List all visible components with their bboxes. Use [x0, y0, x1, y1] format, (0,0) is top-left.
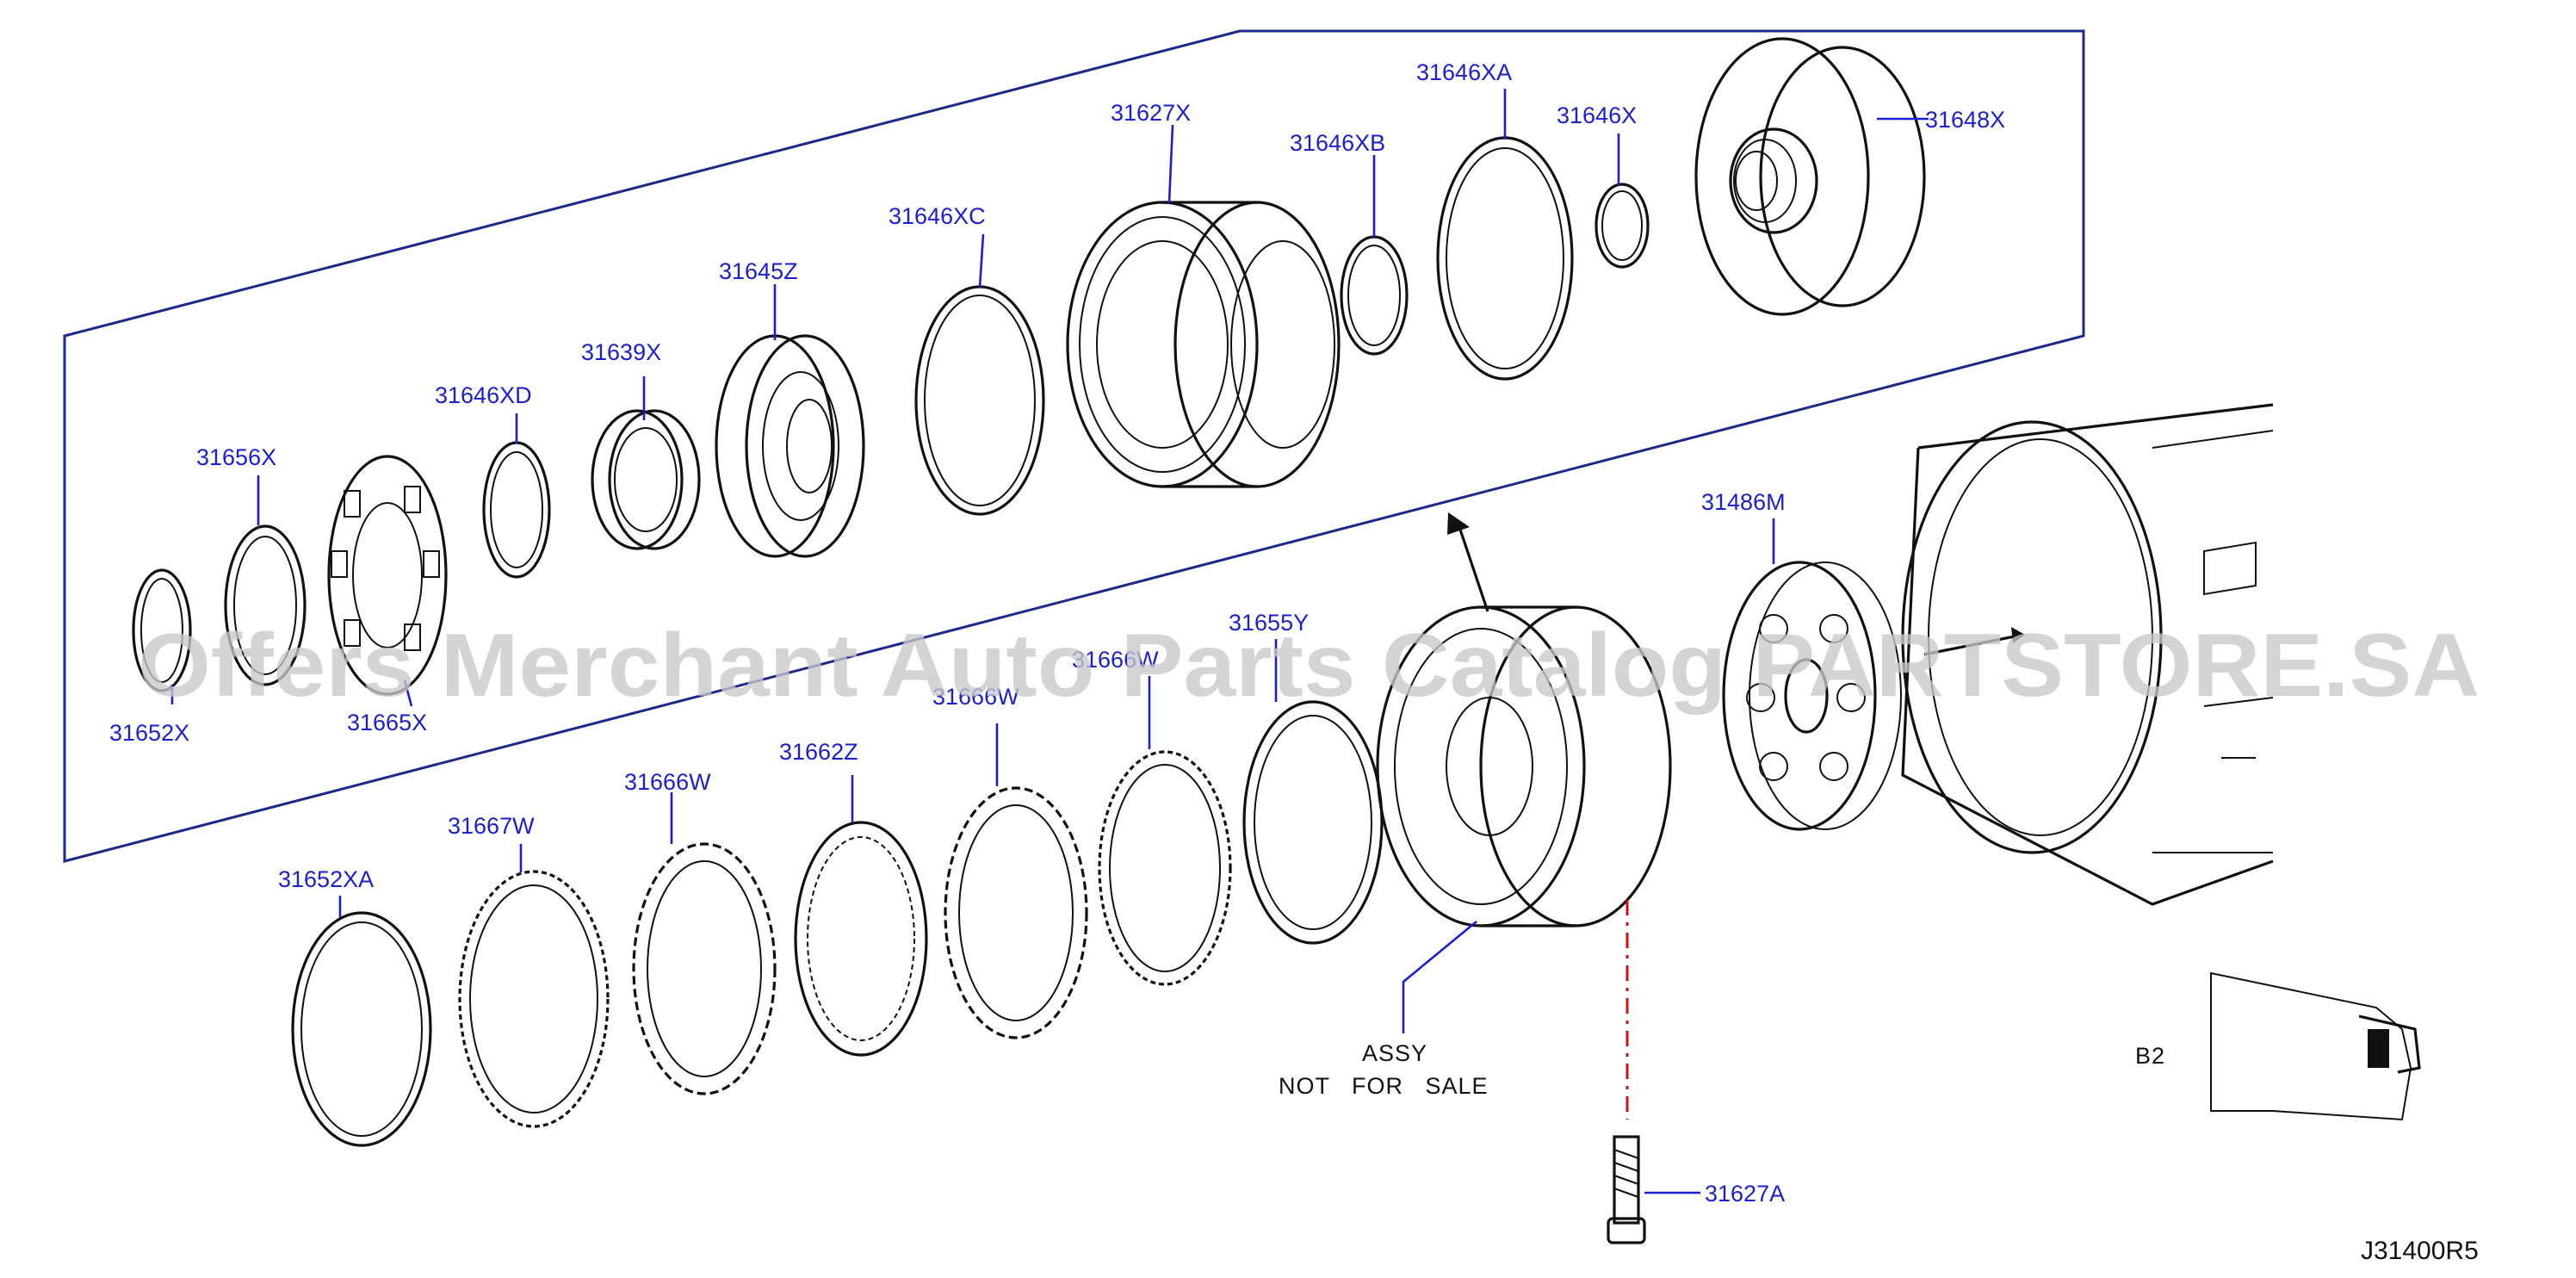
label-31646X: 31646X	[1557, 102, 1637, 128]
label-31646XA: 31646XA	[1416, 59, 1512, 85]
part-31648X-drum-cover[interactable]	[1694, 37, 1926, 316]
diagram-code: J31400R5	[2361, 1237, 2479, 1265]
part-31639X-piston-seal[interactable]	[591, 409, 701, 550]
part-31646XC-snap-ring[interactable]	[914, 285, 1045, 516]
assy-note-line2: NOT FOR SALE	[1279, 1073, 1489, 1099]
part-31627X-clutch-drum[interactable]	[1066, 201, 1341, 488]
label-31662Z: 31662Z	[779, 739, 858, 765]
case-pointer-arrow	[1923, 627, 2025, 656]
leader-lines	[170, 89, 1929, 1194]
section-label-b2: B2	[2135, 1043, 2165, 1069]
assy-note-line1: ASSY	[1362, 1040, 1427, 1066]
label-31645Z: 31645Z	[719, 258, 798, 284]
label-31667W: 31667W	[448, 813, 535, 839]
label-31656X: 31656X	[196, 444, 276, 470]
assembly-clutch-drum	[1376, 605, 1672, 927]
label-31666W-b: 31666W	[932, 684, 1019, 710]
location-inset-b2	[2210, 971, 2421, 1121]
part-31645Z-piston[interactable]	[715, 334, 865, 558]
part-31486M-hub[interactable]	[1722, 561, 1902, 831]
label-31652XA: 31652XA	[278, 866, 374, 892]
subassembly-frame	[63, 29, 2085, 863]
watermark-text: Offers Merchant Auto Parts Catalog PARTS…	[138, 616, 2480, 716]
part-31646XD-snap-ring[interactable]	[482, 441, 551, 579]
part-31646X-seal-ring[interactable]	[1595, 183, 1650, 269]
part-31652XA-snap-ring[interactable]	[291, 911, 432, 1147]
label-31627X: 31627X	[1111, 100, 1191, 126]
label-31646XC: 31646XC	[889, 203, 986, 229]
label-31655Y: 31655Y	[1229, 610, 1309, 636]
part-31656X-thrust-washer[interactable]	[224, 524, 307, 686]
part-31655Y-retaining-plate[interactable]	[1242, 700, 1384, 945]
label-31666W-c: 31666W	[624, 769, 711, 795]
part-31666W-clutch-plate-c[interactable]	[632, 842, 777, 1095]
label-31639X: 31639X	[581, 339, 661, 365]
part-31646XB-seal-ring[interactable]	[1340, 235, 1409, 356]
part-31646XA-seal-ring[interactable]	[1436, 136, 1574, 381]
part-31627A-bolt[interactable]	[1607, 1135, 1646, 1244]
label-31486M: 31486M	[1701, 489, 1786, 515]
label-31646XB: 31646XB	[1290, 130, 1385, 156]
part-31666W-clutch-plate-a[interactable]	[1098, 750, 1232, 986]
label-31648X: 31648X	[1925, 107, 2005, 133]
part-31666W-clutch-plate-b[interactable]	[944, 786, 1088, 1039]
label-31627A: 31627A	[1705, 1181, 1785, 1207]
part-31667W-clutch-plate[interactable]	[458, 870, 610, 1128]
label-31665X: 31665X	[347, 710, 427, 735]
subassembly-arrow	[1447, 512, 1489, 612]
label-31666W-a: 31666W	[1072, 647, 1159, 673]
part-31652X-snap-ring[interactable]	[132, 568, 192, 692]
transmission-case	[1901, 403, 2274, 906]
part-31662Z-clutch-disc[interactable]	[794, 821, 928, 1057]
label-31646XD: 31646XD	[435, 382, 532, 408]
label-31652X: 31652X	[109, 720, 189, 746]
part-31665X-spring-plate[interactable]	[327, 455, 448, 696]
